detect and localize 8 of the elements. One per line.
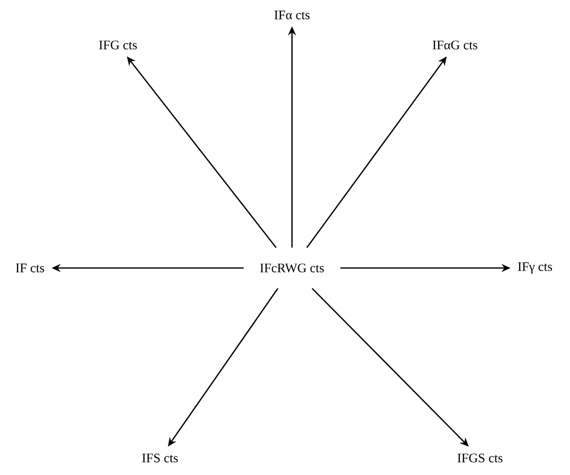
node-label: IF cts xyxy=(16,264,44,272)
node-label: IFGS cts xyxy=(458,454,502,462)
node-label: IFα cts xyxy=(274,10,310,20)
node-label: IFγ cts xyxy=(518,262,552,274)
node-label: IFcRWG cts xyxy=(260,264,324,272)
node-label: IFS cts xyxy=(142,454,178,462)
node-label: IFαG cts xyxy=(432,40,478,50)
node-label: IFG cts xyxy=(99,40,137,50)
